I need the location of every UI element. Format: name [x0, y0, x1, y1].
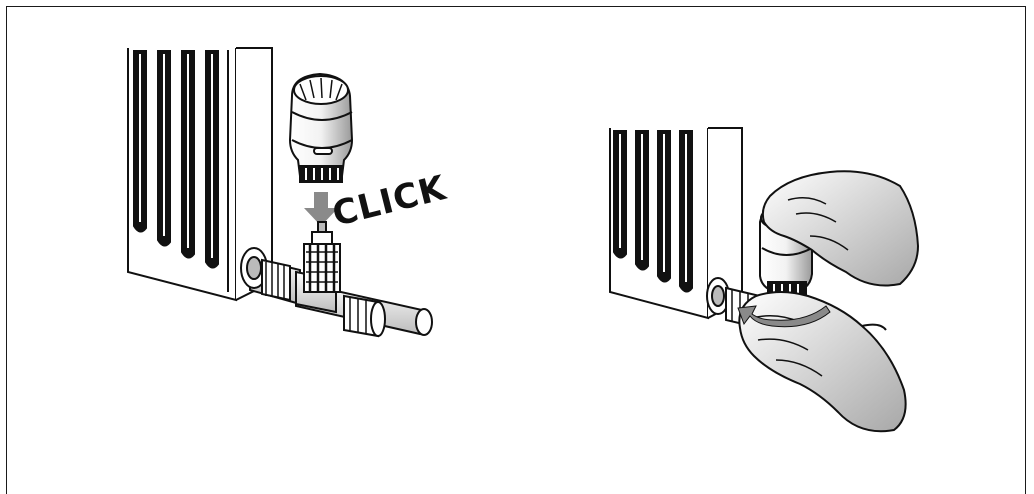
hands-icon: [739, 171, 918, 431]
thermostat-head-icon: [290, 74, 352, 182]
step2-illustration: [610, 128, 918, 431]
click-label: CLICK: [329, 168, 451, 235]
step1-illustration: CLICK: [128, 48, 451, 336]
